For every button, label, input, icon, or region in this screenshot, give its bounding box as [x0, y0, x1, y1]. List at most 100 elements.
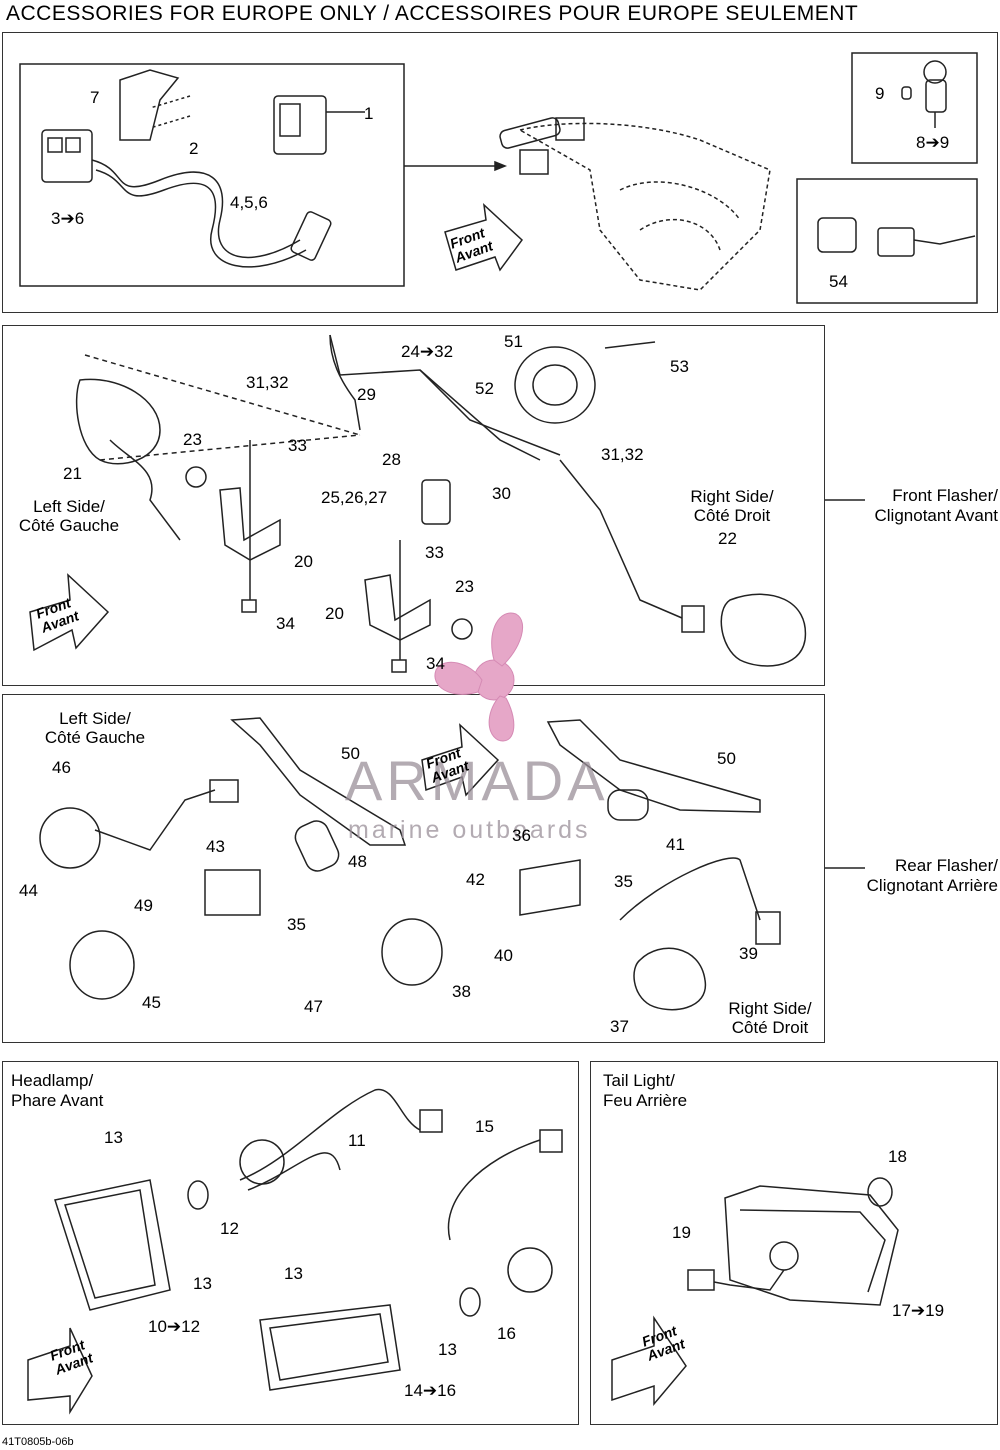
connector-plug-icon — [817, 217, 976, 257]
callout-label: 22 — [718, 529, 737, 548]
callout-label: 31,32 — [601, 445, 644, 464]
front-arrow-icon — [27, 203, 687, 1415]
callout-label: 4,5,6 — [230, 193, 268, 212]
callout-label: 21 — [63, 464, 82, 483]
callout-label: 39 — [739, 944, 758, 963]
headlamp-harness-icon — [239, 1088, 563, 1293]
callout-label: 35 — [287, 915, 306, 934]
headlamp-left-icon — [54, 1179, 171, 1311]
callout-label: 30 — [492, 484, 511, 503]
connector-inset-box — [796, 178, 978, 304]
callout-label: 13 — [284, 1264, 303, 1283]
callout-label: 35 — [614, 872, 633, 891]
vehicle-handlebar-icon — [518, 122, 771, 291]
headlamp-right-icon — [259, 1304, 401, 1391]
panel-accessories-harness — [2, 32, 998, 313]
flasher-bracket-icon — [185, 440, 473, 673]
callout-label: 7 — [90, 88, 100, 107]
callout-label: 43 — [206, 837, 225, 856]
rear-right-side-label: Right Side/Côté Droit — [728, 999, 812, 1037]
callout-label: 14➔16 — [404, 1381, 457, 1400]
callout-label: 25,26,27 — [321, 488, 388, 507]
callout-label: 51 — [504, 332, 523, 351]
front-flasher-section-label: Front Flasher/Clignotant Avant — [874, 486, 999, 525]
callout-label: 24➔32 — [401, 342, 454, 361]
switch-block-icon — [41, 129, 332, 268]
callout-label: 31,32 — [246, 373, 289, 392]
rear-flasher-right-icon — [381, 857, 781, 1011]
callout-label: 2 — [189, 139, 199, 158]
rear-left-side-label: Left Side/Côté Gauche — [44, 709, 146, 747]
rear-flasher-left-icon — [39, 779, 261, 1000]
panel-tail-light — [590, 1061, 998, 1425]
callout-label: 15 — [475, 1117, 494, 1136]
callout-label: 28 — [382, 450, 401, 469]
callout-label: 52 — [475, 379, 494, 398]
callout-label: 54 — [829, 272, 848, 291]
headlamp-header: Headlamp/Phare Avant — [11, 1071, 104, 1110]
callout-label: 48 — [348, 852, 367, 871]
relay-icon — [273, 95, 365, 155]
bracket-icon — [119, 69, 191, 141]
callout-label: 49 — [134, 896, 153, 915]
callout-label: 11 — [348, 1131, 366, 1150]
callout-label: 17➔19 — [892, 1301, 945, 1320]
panel-rear-flasher — [2, 694, 825, 1043]
front-left-side-label: Left Side/Côté Gauche — [18, 497, 120, 535]
callout-label: 40 — [494, 946, 513, 965]
callout-label: 37 — [610, 1017, 629, 1036]
callout-label: 53 — [670, 357, 689, 376]
callout-label: 33 — [288, 436, 307, 455]
callout-label: 45 — [142, 993, 161, 1012]
front-flasher-left-icon — [75, 378, 181, 541]
callout-label: 42 — [466, 870, 485, 889]
callout-label: 41 — [666, 835, 685, 854]
callout-label: 20 — [325, 604, 344, 623]
watermark-logo-icon — [434, 612, 524, 742]
front-right-side-label: Right Side/Côté Droit — [690, 487, 774, 525]
callout-label: 46 — [52, 758, 71, 777]
figure-code: 41T0805b-06b — [2, 1436, 74, 1448]
callout-label: 12 — [220, 1219, 239, 1238]
front-harness-icon — [329, 334, 561, 525]
switch-bulb-icon — [901, 60, 947, 128]
headlamp-bulb-icon — [187, 1180, 481, 1317]
callout-label: 38 — [452, 982, 471, 1001]
callout-label: 16 — [497, 1324, 516, 1343]
switch-inset-box — [851, 52, 978, 164]
harness-inset-box — [19, 63, 405, 287]
callout-label: 47 — [304, 997, 323, 1016]
callout-label: 44 — [19, 881, 38, 900]
callout-label: 9 — [875, 84, 885, 103]
panel-front-flasher — [2, 325, 825, 686]
callout-label: 10➔12 — [148, 1317, 201, 1336]
tail-light-header: Tail Light/Feu Arrière — [603, 1071, 688, 1110]
rear-bracket-right-icon — [546, 719, 761, 821]
callout-label: 8➔9 — [916, 133, 950, 152]
watermark-tagline: marine outboards — [348, 816, 591, 844]
callout-label: 1 — [364, 104, 374, 123]
callout-label: 50 — [341, 744, 360, 763]
callout-label: 18 — [888, 1147, 907, 1166]
tail-light-icon — [687, 1177, 899, 1306]
callout-label: 34 — [426, 654, 445, 673]
callout-label: 29 — [357, 385, 376, 404]
callout-label: 23 — [455, 577, 474, 596]
front-flasher-right-icon — [559, 459, 807, 667]
handlebar-grip-icon — [499, 117, 585, 175]
callout-label: 33 — [425, 543, 444, 562]
rear-flasher-section-label: Rear Flasher/Clignotant Arrière — [866, 856, 998, 895]
callout-label: 3➔6 — [51, 209, 85, 228]
watermark-brand: ARMADA — [345, 749, 609, 812]
callout-label: 20 — [294, 552, 313, 571]
callout-label: 13 — [104, 1128, 123, 1147]
horn-icon — [514, 341, 656, 424]
panel-headlamp — [2, 1061, 579, 1425]
diagram-title: ACCESSORIES FOR EUROPE ONLY / ACCESSOIRE… — [6, 2, 859, 25]
callout-label: 19 — [672, 1223, 691, 1242]
callout-label: 36 — [512, 826, 531, 845]
rear-bracket-left-icon — [230, 717, 407, 872]
callout-label: 13 — [193, 1274, 212, 1293]
callout-label: 13 — [438, 1340, 457, 1359]
